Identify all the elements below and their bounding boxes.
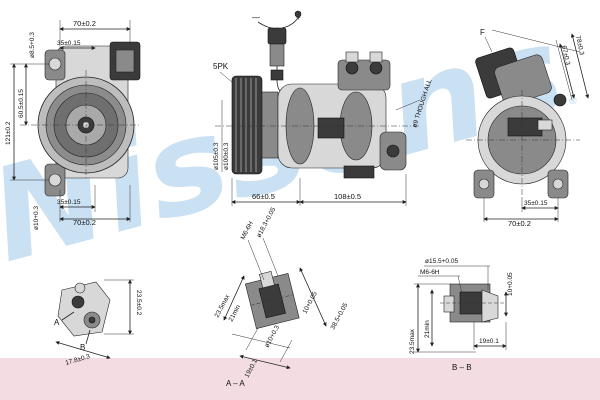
front-ear-top-hole (48, 57, 62, 71)
label-a-marker: A (54, 318, 60, 327)
section-aa-thread (259, 271, 275, 289)
dim-rear-boss: 35±0.15 (524, 200, 548, 207)
port-a (345, 61, 359, 75)
dim-mount-hole: ø8.5+0.3 (29, 32, 36, 58)
rear-valve-cap (537, 119, 553, 131)
side-valve-block (317, 117, 345, 139)
polarity-plus: + (296, 13, 301, 22)
dim-bottom-boss: 35±0.15 (57, 199, 81, 206)
bb-bore: ø15.5+0.05 (425, 258, 458, 265)
dim-angle-1: 78±0.3 (574, 35, 585, 56)
dim-pulley-inner: ø100±0.3 (223, 142, 230, 170)
caption-section-aa: A – A (226, 379, 245, 388)
rear-bracket-hole (386, 144, 400, 158)
dim-bottom-width: 70±0.2 (73, 218, 96, 227)
dim-height-upper: 60.5±0.15 (18, 89, 25, 118)
side-manifold (337, 59, 391, 91)
port-a-cap (345, 51, 359, 63)
dim-port-height: 23.5±0.2 (135, 290, 142, 316)
bb-hole: 19±0.1 (479, 338, 499, 345)
rear-boss (553, 93, 567, 107)
dim-rear-bottom-width: 70±0.2 (508, 219, 531, 228)
aa-hole: 19±0.1 (244, 358, 260, 379)
bb-depth-min: 21min (424, 320, 431, 338)
dim-top-width: 70±0.2 (73, 19, 96, 28)
side-view: — + 5PK (213, 10, 434, 206)
dim-angle-2: 67±0.3 (560, 45, 571, 66)
clutch-connector (267, 27, 287, 45)
footer-band (0, 358, 600, 400)
bb-thread: M6-6H (420, 269, 440, 276)
port-b (369, 61, 383, 75)
dim-top-boss: 35±0.15 (57, 40, 81, 47)
dim-height-total: 121±0.2 (5, 121, 12, 145)
dim-length-rear: 108±0.5 (334, 192, 361, 201)
rear-valve (507, 117, 543, 137)
detail-port-a (71, 295, 85, 309)
dim-pulley-outer: ø105±0.3 (213, 142, 220, 170)
section-aa-view: M6-6H ø18.3+0.05 23.5max 21min 10+0.05 3… (214, 206, 350, 388)
front-connector-plug (115, 49, 135, 73)
dim-bottom-hole: ø10+0.3 (33, 206, 40, 230)
polarity-minus: — (252, 13, 260, 22)
trademark-symbol: ® (568, 96, 578, 107)
dim-port-width: 17.8±0.3 (65, 353, 92, 367)
section-bb-thread (443, 295, 455, 313)
connector-body (269, 43, 285, 67)
bb-pilot: 10+0.05 (507, 272, 514, 296)
section-bb-view: ø15.5+0.05 M6-6H 10+0.05 23.5max 21min 1… (409, 258, 514, 372)
section-bb-nozzle (481, 289, 499, 323)
pulley-grooves (235, 78, 257, 172)
label-5pk: 5PK (213, 62, 229, 71)
side-bottom-lug (343, 165, 375, 179)
front-ear-bottom-hole (48, 173, 62, 187)
side-clutch-coil (261, 91, 279, 159)
port-detail-view: A B 23.5±0.2 17.8±0.3 (54, 279, 142, 367)
label-f: F (480, 28, 485, 37)
caption-section-bb: B – B (452, 363, 472, 372)
bb-depth-max: 23.5max (409, 328, 416, 354)
aa-offset: 38.5+0.05 (330, 302, 350, 331)
dim-length-front: 66±0.5 (252, 192, 275, 201)
aa-pilot: 10+0.05 (302, 290, 319, 315)
rear-view: F 78±0.3 67±0.3 35±0.15 70±0.2 (466, 28, 590, 228)
connector-clip (270, 69, 284, 81)
wire-terminal (294, 10, 302, 18)
front-view: 70±0.2 35±0.15 ø8.5+0.3 121±0.2 60.5±0.1… (5, 19, 141, 230)
port-b-cap (369, 51, 383, 63)
